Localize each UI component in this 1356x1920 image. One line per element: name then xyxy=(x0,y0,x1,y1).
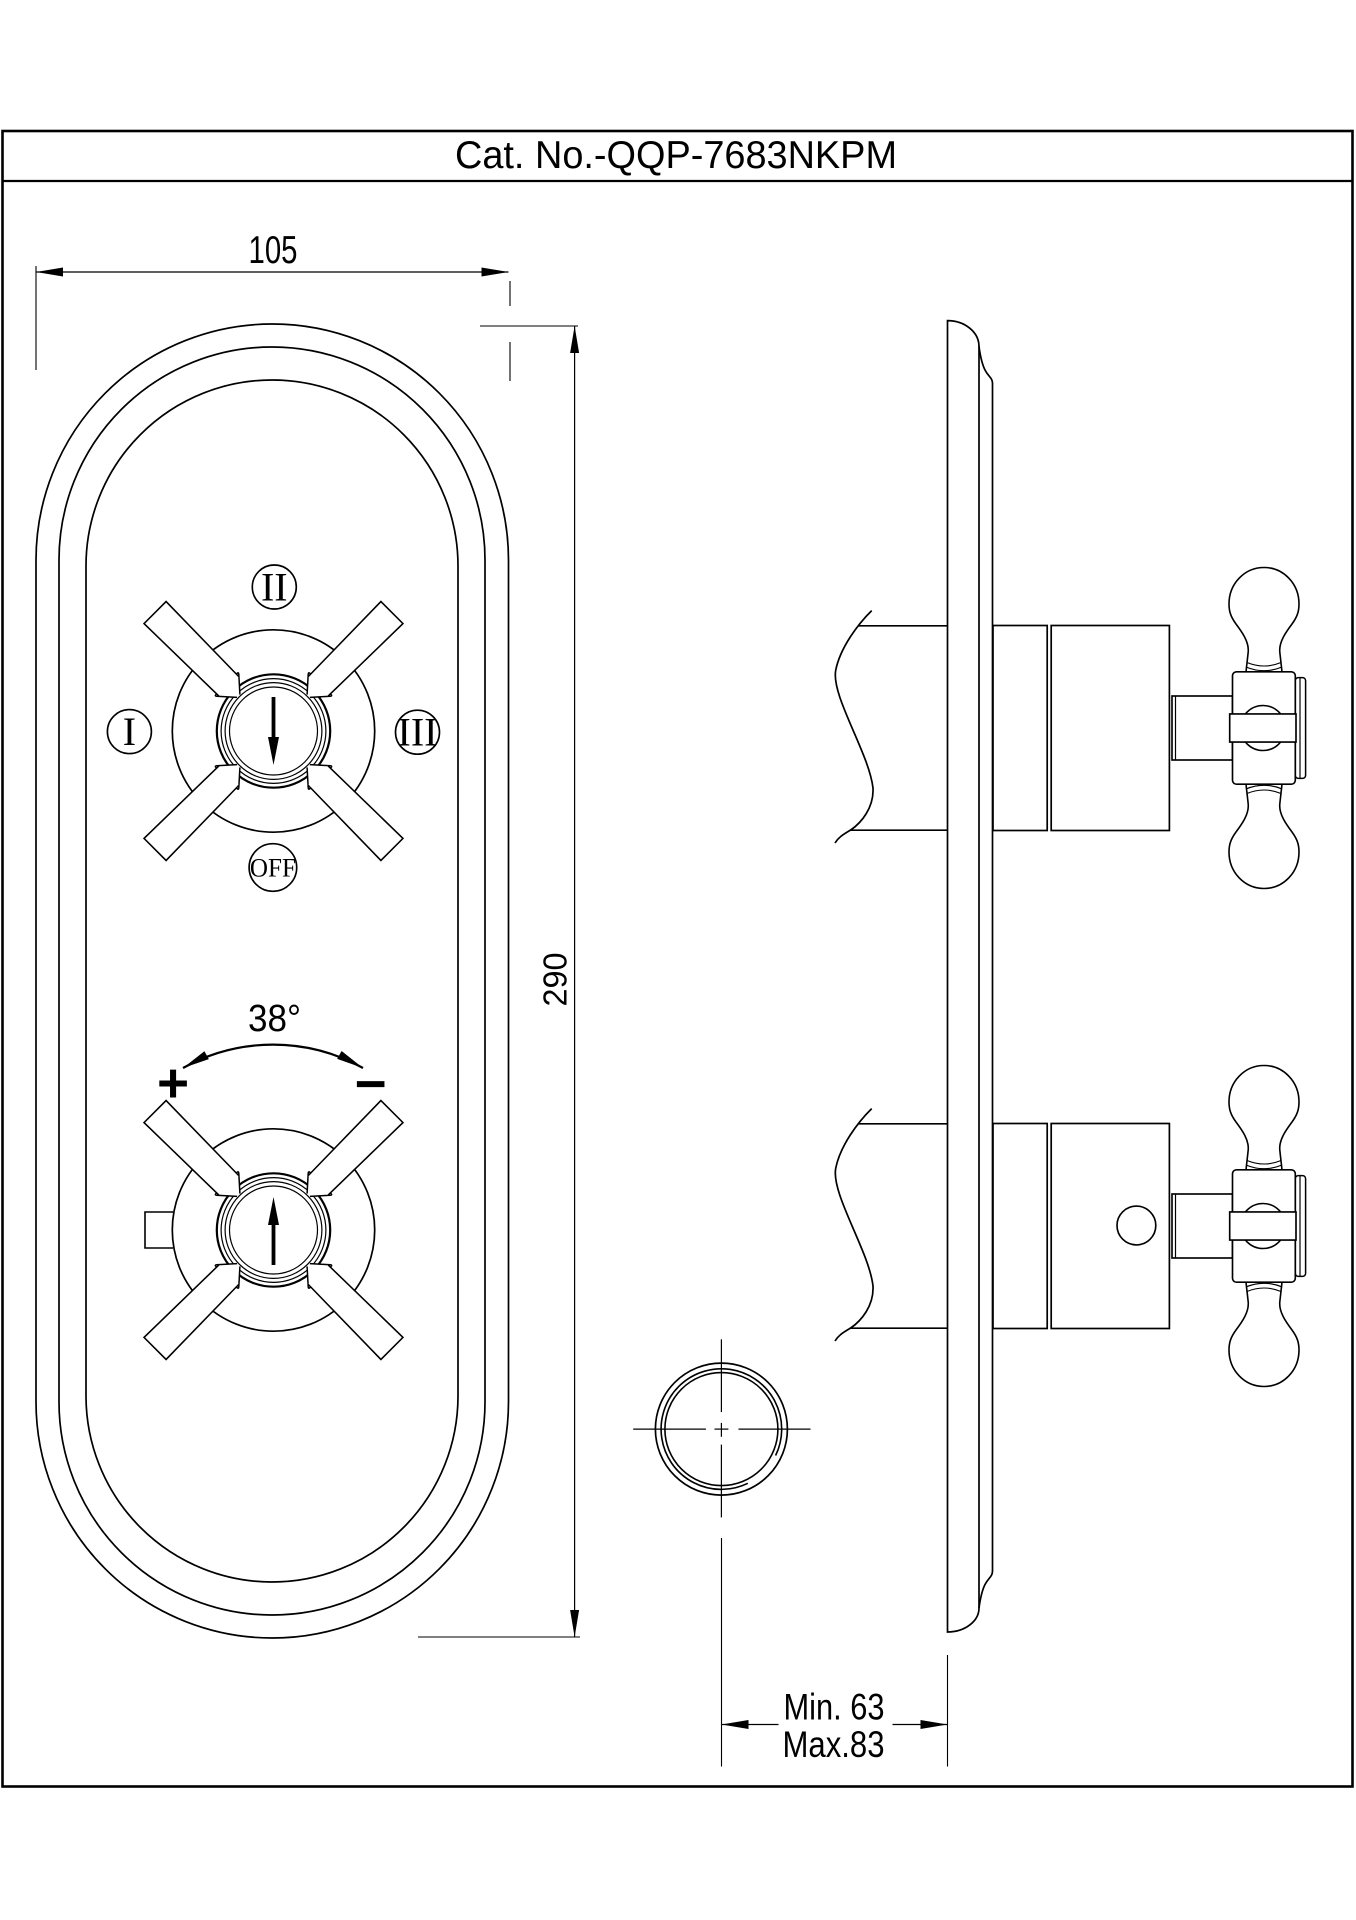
faceplate-middle xyxy=(58,346,486,1616)
faceplate-outer xyxy=(35,323,510,1639)
label-circle-left xyxy=(106,708,153,755)
minus-label: − xyxy=(354,1053,386,1115)
width-dim-arrow-right xyxy=(481,267,509,277)
depth-arrow-right xyxy=(920,1720,948,1729)
drawing-frame xyxy=(1,129,1354,1788)
width-dim-arrow-left xyxy=(36,267,63,277)
depth-arrow-left xyxy=(721,1720,749,1729)
selector-handle: II I III OFF xyxy=(106,564,441,893)
selector-labels: II I III OFF xyxy=(106,564,441,893)
angle-arrow-left xyxy=(183,1051,209,1068)
selector-arrow-down-icon xyxy=(268,697,279,765)
upper-valve-side xyxy=(834,609,1234,844)
angle-text: 38° xyxy=(248,998,301,1040)
temp-arrow-up-icon xyxy=(268,1197,279,1265)
width-dimension: 105 xyxy=(35,229,511,381)
width-dim-text: 105 xyxy=(249,229,298,272)
label-right: III xyxy=(398,710,438,755)
depth-dimension: Min. 63 Max.83 xyxy=(720,1538,949,1767)
label-bottom: OFF xyxy=(250,853,296,882)
temperature-annotations: 38° + − xyxy=(157,998,387,1115)
temperature-handle: 38° + − xyxy=(142,998,405,1361)
faceplate-inner xyxy=(85,379,459,1583)
height-dim-arrow-bottom xyxy=(570,1610,580,1637)
pipe-centerlines xyxy=(633,1339,811,1518)
pipe-thread-arc xyxy=(660,1367,783,1491)
label-circle-bottom xyxy=(248,842,298,893)
upper-side-handle xyxy=(1229,568,1306,889)
side-view: Min. 63 Max.83 xyxy=(633,319,1306,1767)
temp-limit-tab xyxy=(144,1211,173,1249)
catalog-number: Cat. No.-QQP-7683NKPM xyxy=(455,134,897,177)
depth-min-text: Min. 63 xyxy=(784,1687,885,1728)
pipe-section xyxy=(633,1339,811,1518)
angle-arc xyxy=(182,1043,364,1069)
title-block: Cat. No.-QQP-7683NKPM xyxy=(1,129,1354,1788)
angle-arrow-right xyxy=(337,1051,363,1068)
lower-valve-side xyxy=(834,1107,1234,1342)
front-view: 105 290 II I xyxy=(35,229,580,1639)
height-dimension: 290 xyxy=(418,325,580,1638)
label-circle-top xyxy=(251,564,298,610)
lower-side-handle xyxy=(1229,1066,1306,1387)
depth-max-text: Max.83 xyxy=(783,1724,885,1765)
label-left: I xyxy=(123,709,136,754)
plus-label: + xyxy=(157,1052,189,1114)
body-hole xyxy=(1116,1205,1157,1246)
label-circle-right xyxy=(394,709,441,756)
height-dim-arrow-top xyxy=(570,326,580,353)
faceplate-profile xyxy=(946,319,994,1633)
height-dim-text: 290 xyxy=(538,953,575,1007)
label-top: II xyxy=(261,565,288,610)
